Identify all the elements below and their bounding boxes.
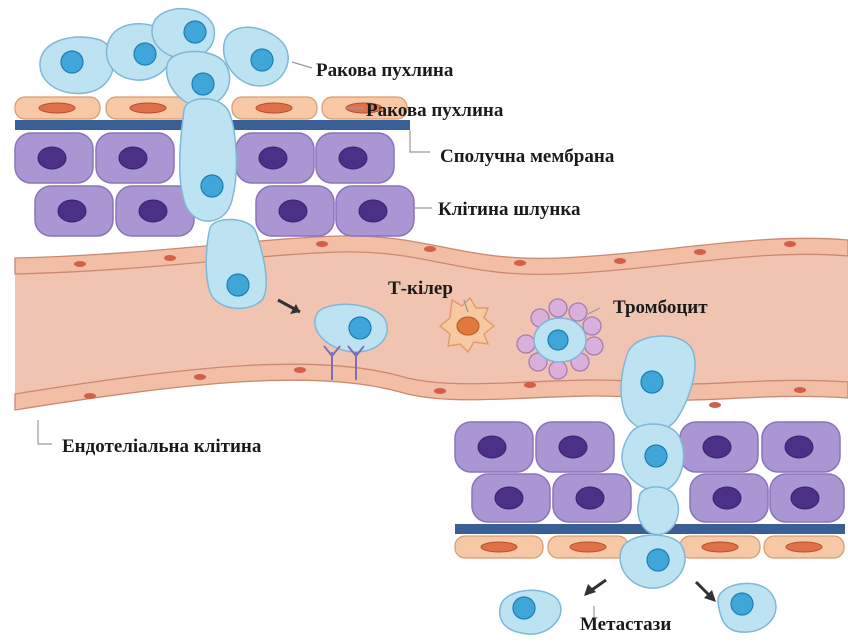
label-endothelial-cell: Ендотеліальна клітина bbox=[62, 436, 262, 457]
label-tumor-second: Ракова пухлина bbox=[366, 100, 504, 121]
extravasating-cells bbox=[620, 336, 695, 588]
label-t-killer: Т-кілер bbox=[388, 278, 453, 299]
label-platelet: Тромбоцит bbox=[613, 297, 708, 318]
label-connective-membrane: Сполучна мембрана bbox=[440, 146, 615, 167]
label-tumor-top: Ракова пухлина bbox=[316, 60, 454, 81]
blood-vessel bbox=[15, 236, 848, 410]
label-metastases: Метастази bbox=[580, 614, 671, 635]
label-stomach-cell: Клітина шлунка bbox=[438, 199, 581, 220]
